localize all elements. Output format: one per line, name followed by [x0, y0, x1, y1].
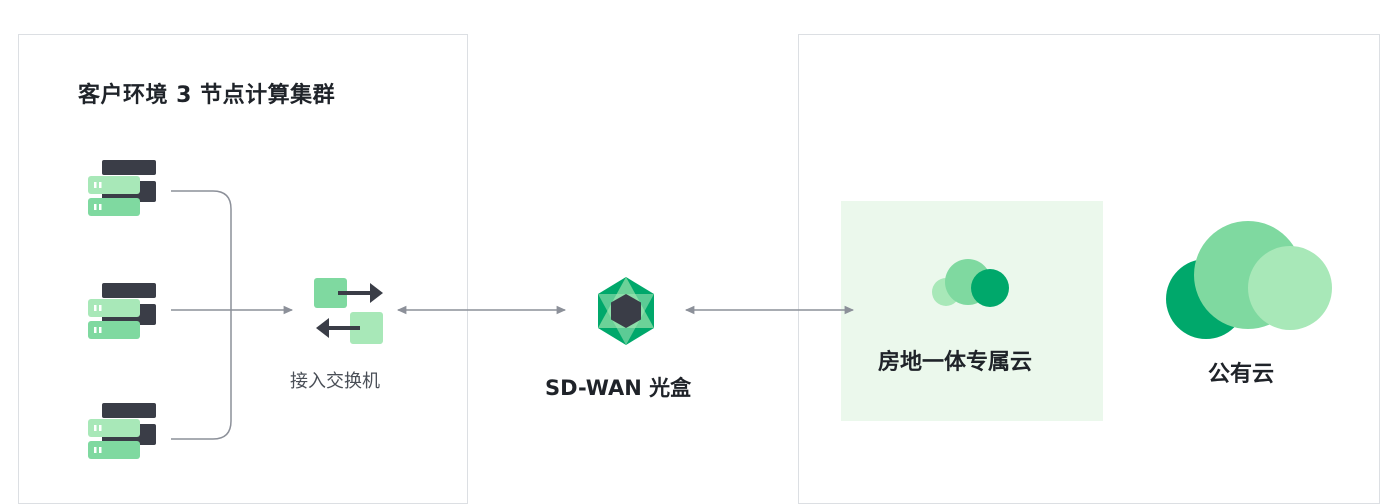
public-cloud-label: 公有云 — [1208, 362, 1275, 387]
topology-diagram — [88, 160, 1332, 459]
dedicated-cloud-label: 房地一体专属云 — [878, 350, 1033, 375]
server-connector-line — [171, 190, 232, 440]
switch-icon — [314, 278, 383, 344]
cloud-icon — [932, 259, 1009, 307]
dedicated-cloud-box — [841, 201, 1103, 421]
sdwan-icon — [598, 277, 654, 345]
sdwan-label: SD-WAN 光盒 — [545, 376, 692, 400]
switch-label: 接入交换机 — [290, 371, 380, 392]
cloud-icon — [1166, 221, 1332, 339]
cluster-title: 客户环境 3 节点计算集群 — [78, 83, 336, 108]
server-icon — [88, 160, 156, 216]
server-icon — [88, 283, 156, 339]
server-icon — [88, 403, 156, 459]
